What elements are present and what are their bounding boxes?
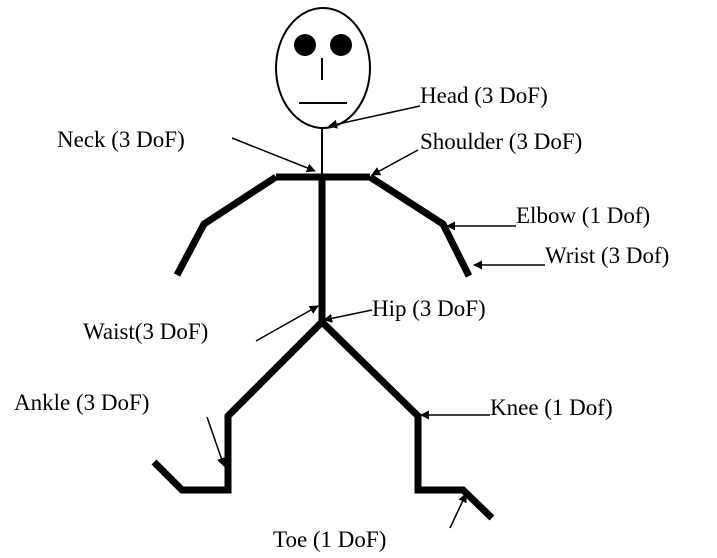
left-arm: [177, 177, 276, 275]
ankle-arrow: [207, 417, 224, 466]
wrist-label: Wrist (3 Dof): [545, 244, 669, 267]
shoulder-arrow: [372, 150, 418, 175]
right-eye: [330, 34, 352, 56]
elbow-label: Elbow (1 Dof): [516, 204, 650, 227]
left-leg: [154, 322, 322, 490]
head-label: Head (3 DoF): [420, 84, 548, 107]
hip-label: Hip (3 DoF): [372, 297, 486, 320]
shoulder-label: Shoulder (3 DoF): [420, 130, 582, 153]
left-eye: [294, 34, 316, 56]
neck-label: Neck (3 DoF): [57, 128, 185, 151]
toe-arrow: [450, 494, 466, 528]
hip-arrow: [324, 310, 372, 320]
waist-label: Waist(3 DoF): [83, 320, 208, 343]
knee-label: Knee (1 Dof): [490, 396, 613, 419]
ankle-label: Ankle (3 DoF): [14, 391, 149, 414]
toe-label: Toe (1 DoF): [273, 528, 386, 551]
neck-arrow: [232, 138, 315, 171]
body-skeleton: [154, 175, 492, 518]
right-leg: [322, 322, 492, 518]
